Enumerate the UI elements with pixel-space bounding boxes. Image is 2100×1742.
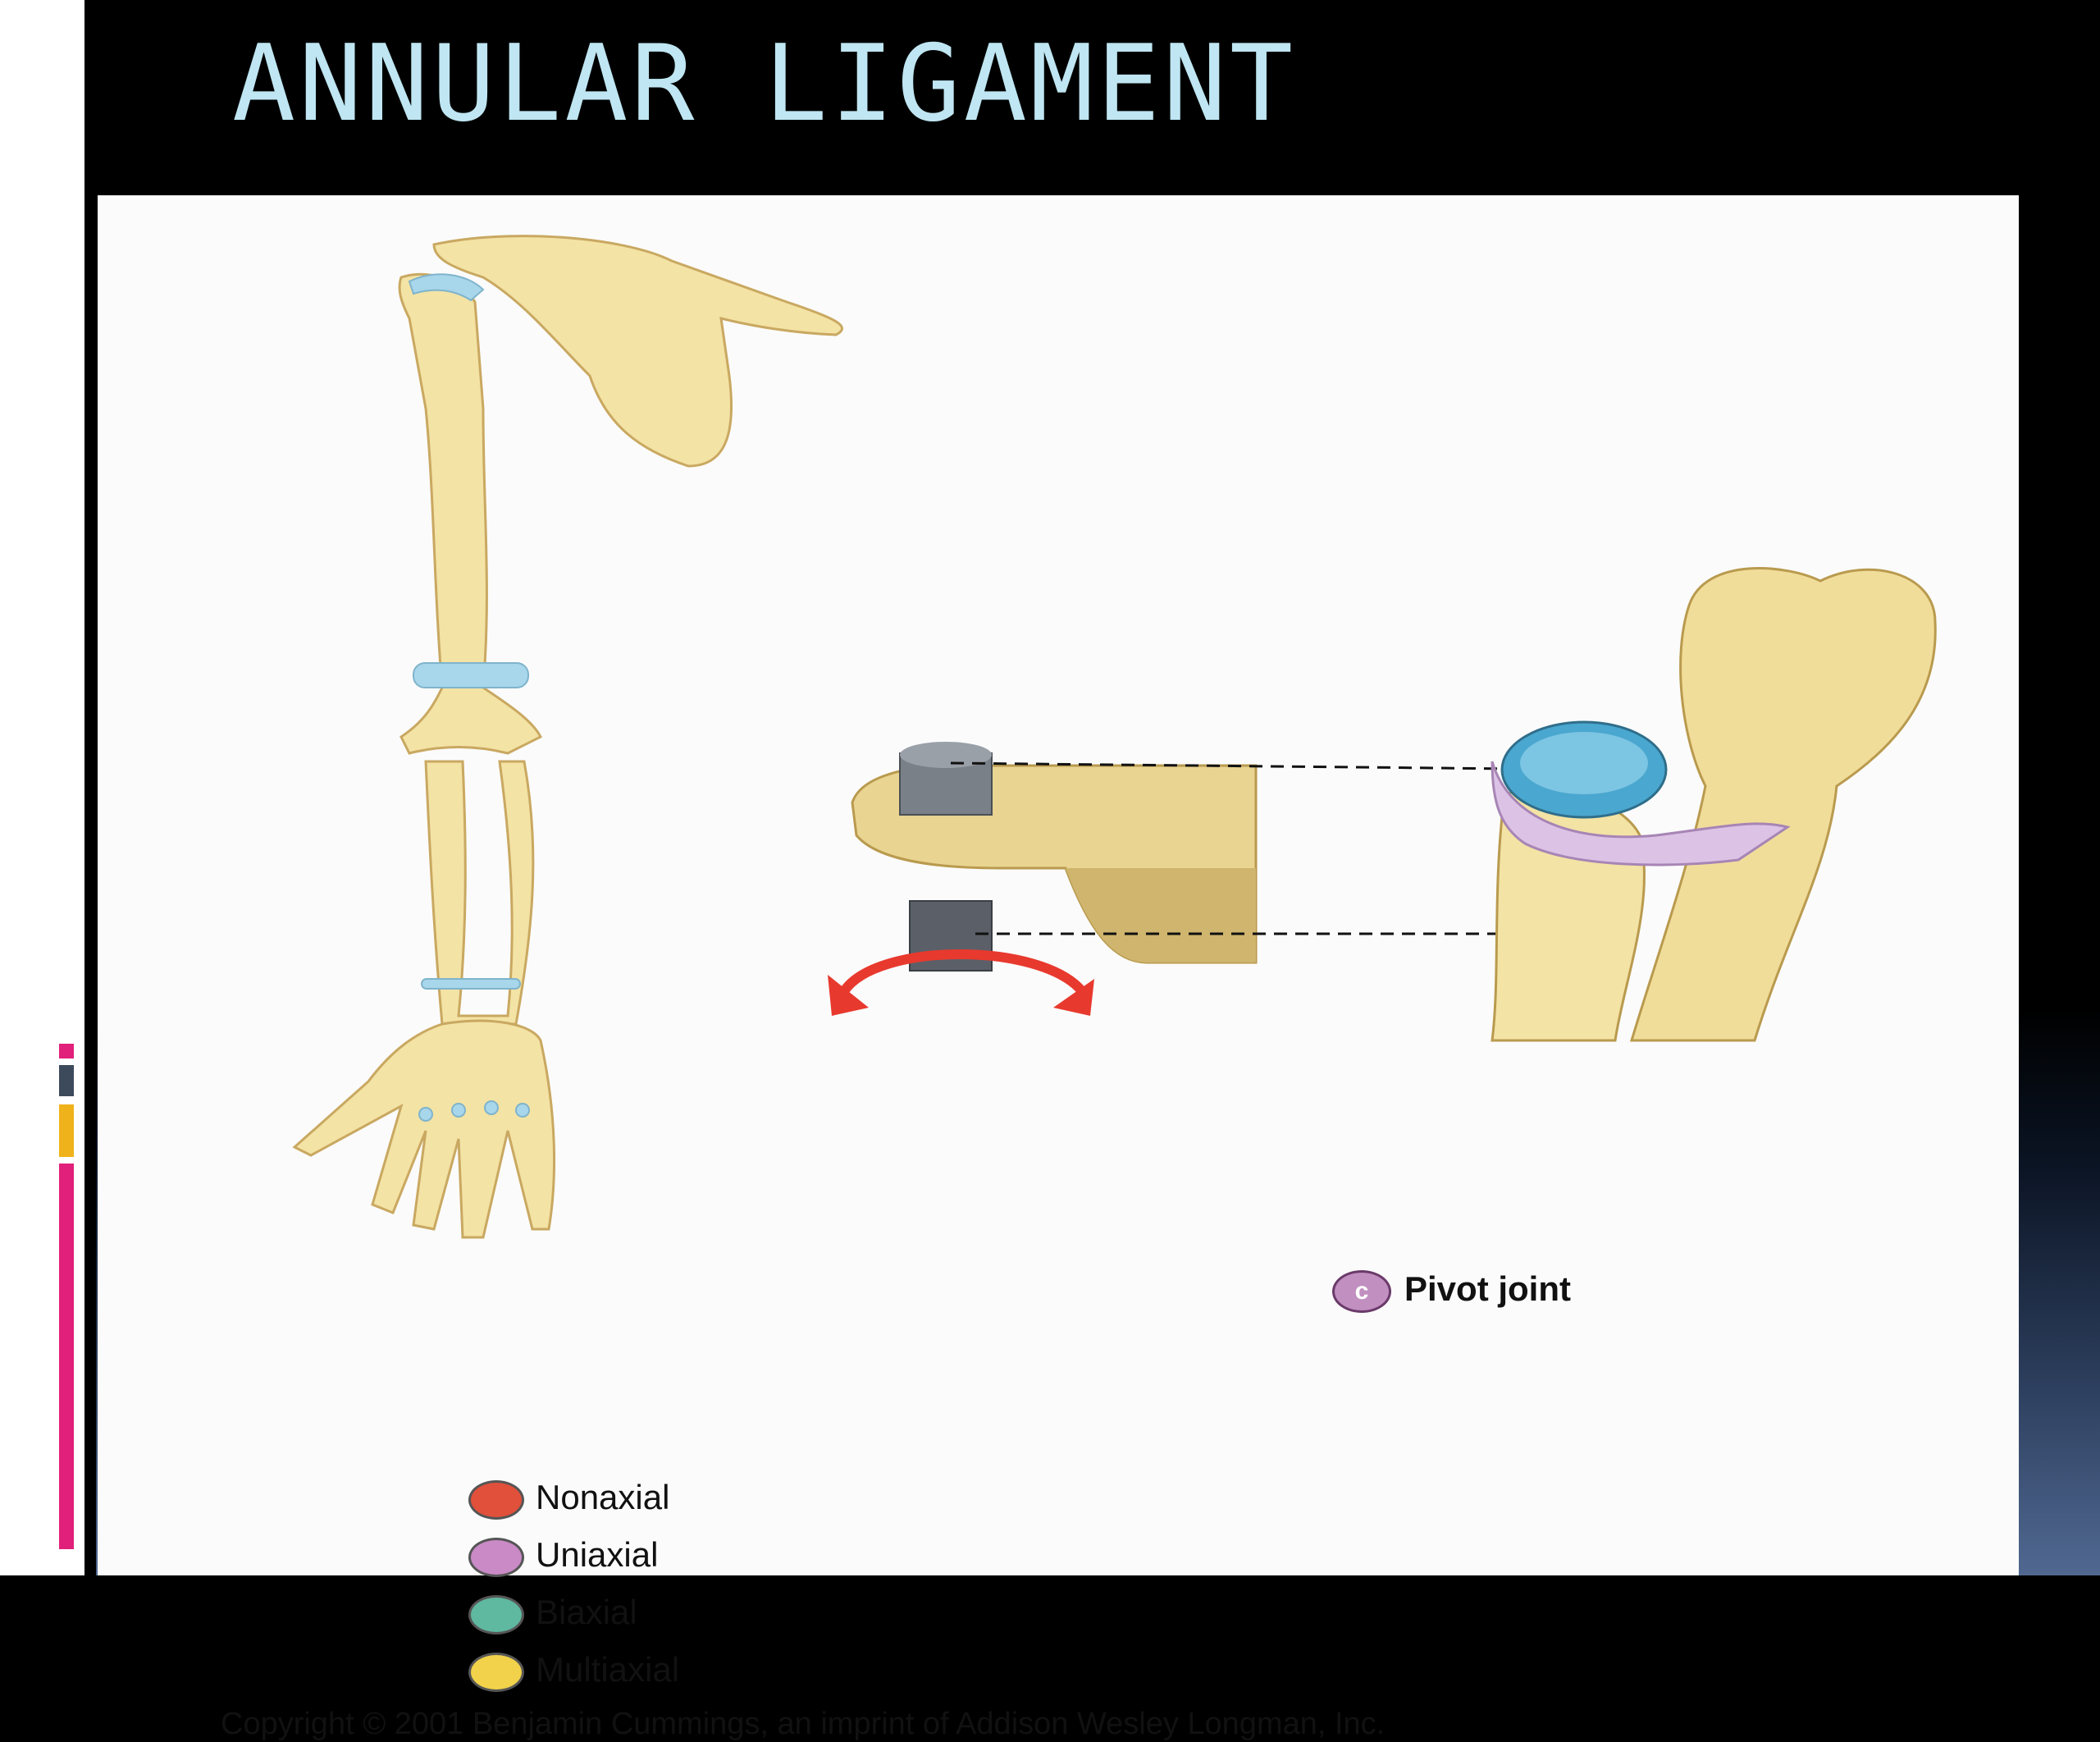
copyright-notice: Copyright © 2001 Benjamin Cummings, an i…: [221, 1707, 1386, 1741]
legend-swatch: [468, 1595, 524, 1635]
slide-title: ANNULAR LIGAMENT: [232, 23, 1296, 145]
pivot-badge: c: [1332, 1270, 1391, 1313]
pivot-joint-label: Pivot joint: [1404, 1269, 1571, 1308]
cartilage-highlights: [408, 273, 530, 1122]
shoulder-cartilage: [408, 273, 485, 302]
radial-head-highlight: [1520, 732, 1648, 794]
legend-label: Biaxial: [536, 1593, 637, 1631]
radius-ulna-anatomy: [1491, 567, 1937, 1042]
rotation-arrowhead-left: [828, 975, 869, 1016]
ulna: [1629, 567, 1937, 1042]
knuckle-cartilage: [418, 1107, 433, 1122]
scapula-clavicle: [432, 235, 843, 468]
accent-bar-gold: [59, 1104, 74, 1157]
pivot-bracket-side: [1066, 868, 1256, 962]
legend-label: Multiaxial: [536, 1650, 680, 1689]
elbow-cartilage: [413, 662, 529, 688]
knuckle-cartilage: [484, 1100, 499, 1115]
hand: [292, 1019, 556, 1239]
pivot-pin-cap: [900, 742, 992, 768]
joint-illustration: [292, 235, 1937, 1239]
annular-ligament: [1491, 761, 1791, 866]
legend-swatch: [468, 1538, 524, 1577]
arm-skeleton-illustration: [292, 235, 843, 1239]
pivot-model: [828, 742, 1258, 1016]
decorative-stripes: [48, 156, 84, 243]
accent-bar-magenta: [59, 1044, 74, 1058]
guide-line-top: [950, 761, 1600, 771]
legend-label: Uniaxial: [536, 1535, 659, 1574]
left-divider: [84, 0, 96, 1575]
legend-swatch: [468, 1653, 524, 1692]
legend-swatch: [468, 1480, 524, 1520]
humerus: [398, 272, 543, 755]
knuckle-cartilage: [515, 1103, 530, 1118]
knuckle-cartilage: [451, 1103, 466, 1118]
accent-bar-slate: [59, 1065, 74, 1096]
legend-label: Nonaxial: [536, 1478, 670, 1516]
wrist-cartilage: [421, 978, 521, 990]
accent-bar-magenta-long: [59, 1164, 74, 1549]
radius-ulna: [424, 760, 535, 1026]
rotation-arrow: [840, 949, 1086, 995]
rotation-arrowhead-right: [1053, 979, 1094, 1016]
